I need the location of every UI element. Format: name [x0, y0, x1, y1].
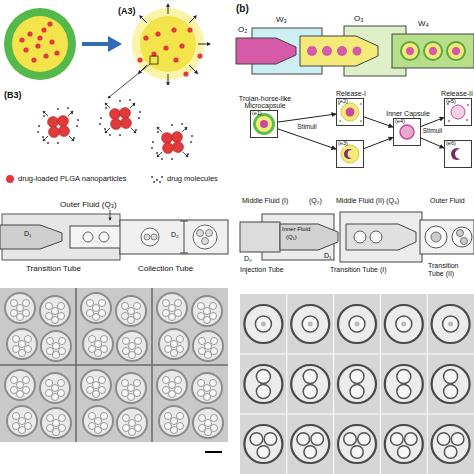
three-stage-device-drawing: [240, 212, 474, 262]
figure-label: Transition Tube (I): [330, 266, 410, 274]
figure-label: Transition Tube (II): [428, 262, 474, 278]
legend-text: drug molecules: [167, 174, 218, 183]
stimulus-arrow: [421, 117, 444, 126]
capsule-state-box: Release-II(e5): [444, 98, 472, 126]
figure-label: (b): [236, 3, 256, 14]
figure-label: (Q₁): [286, 234, 310, 241]
figure-label: (A3): [118, 6, 148, 16]
figure-label: Collection Tube: [138, 265, 218, 274]
stimulus-arrow: [421, 138, 444, 148]
panel-tag: (e3): [338, 141, 348, 147]
capsule-state-box: (e3): [336, 140, 364, 168]
panel-tag: (e6): [446, 141, 456, 147]
state-heading: Inner Capsule: [386, 110, 430, 118]
legend-swatch: [6, 175, 14, 183]
state-heading: Release-I: [329, 90, 373, 98]
micrograph-grid: [0, 288, 228, 452]
state-heading: Release-II: [433, 90, 473, 98]
figure-label: Middle Fluid (II) (Q₃): [336, 197, 428, 205]
two-stage-device-drawing: [0, 210, 228, 260]
stimulus-arrow: [278, 114, 336, 122]
figure-label: (Q₂): [309, 197, 333, 205]
capsule-state-box: Trojan-horse-like Microcapsule(e1): [250, 110, 278, 138]
panel-tag: (e4): [395, 119, 405, 125]
edge-label: Stimuli: [292, 124, 322, 131]
micrograph-grid: [240, 294, 474, 474]
figure-label: D₀: [244, 255, 260, 263]
figure-label: Injection Tube: [240, 266, 302, 274]
legend-dots-sample: [150, 175, 164, 183]
figure-label: D₁: [324, 252, 340, 260]
stimulus-arrow: [364, 137, 393, 148]
capsule-state-box: Inner Capsule(e4): [393, 118, 421, 146]
nanoparticle-cluster-illustration: [37, 99, 193, 160]
panel-tag: (e5): [446, 99, 456, 105]
figure-label: D₁: [24, 230, 38, 238]
figure-label: D₂: [171, 231, 185, 239]
capsule-state-box: (e6): [444, 140, 472, 168]
figure-label: (B3): [4, 90, 34, 100]
figure-label: Inner Fluid: [282, 226, 322, 233]
stimulus-arrow: [278, 129, 336, 149]
figure-label: O₃: [354, 15, 372, 24]
microcapsule-release-illustration: [4, 4, 210, 98]
figure-label: Transition Tube: [26, 265, 106, 274]
legend-entry: drug-loaded PLGA nanoparticles: [6, 174, 126, 183]
figure-label: Middle Fluid (I): [242, 197, 308, 205]
capsule-state-illustration: [253, 103, 469, 163]
capsule-state-box: Release-I(e2): [336, 98, 364, 126]
edge-label: Stimuli: [418, 128, 448, 135]
figure-label: W₄: [418, 20, 436, 29]
figure-label: Outer Fluid: [430, 197, 474, 205]
legend-text: drug-loaded PLGA nanoparticles: [18, 174, 126, 183]
panel-tag: (e1): [252, 111, 262, 117]
figure-label: Outer Fluid (Q₃): [60, 201, 160, 210]
capillary-device-illustration: [236, 26, 474, 76]
stimulus-arrow: [364, 117, 393, 127]
figure-label: O₂: [238, 26, 254, 35]
panel-tag: (e2): [338, 99, 348, 105]
legend-entry: drug molecules: [150, 174, 218, 183]
state-heading: Trojan-horse-like Microcapsule: [229, 95, 301, 110]
figure-label: W₃: [276, 16, 294, 25]
